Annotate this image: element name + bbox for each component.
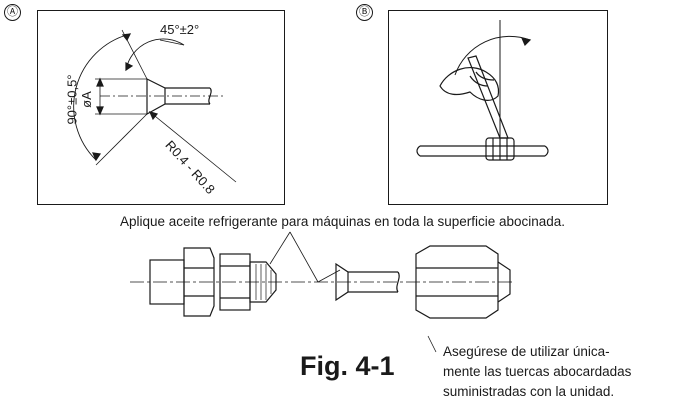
panel-b-badge: Ⓑ [356, 4, 373, 21]
panel-a-flare-dimensions [37, 10, 285, 205]
angle-90-arc [73, 33, 131, 161]
radius-leader [149, 111, 237, 183]
figure-label: Fig. 4-1 [300, 351, 395, 381]
union-thread-end [249, 261, 277, 303]
flare-nut [415, 245, 499, 319]
flare-cone [146, 78, 166, 116]
note-leader [427, 335, 437, 353]
angle-45-arc [125, 38, 185, 71]
flare-nut-note: Asegúrese de utilizar única- mente las t… [443, 342, 675, 402]
angle-90-label: 90°±0,5° [64, 74, 80, 125]
caption-leader [289, 231, 319, 283]
note-line-3: suministradas con la unidad. [443, 384, 615, 399]
panel-b-flaring-tool [388, 10, 608, 205]
hand [439, 67, 500, 101]
note-line-2: mente las tuercas abocardadas [443, 364, 632, 379]
swing-arc [454, 35, 531, 76]
note-line-1: Asegúrese de utilizar única- [443, 344, 610, 359]
union-hex-left [183, 247, 215, 317]
panel-a-badge: Ⓐ [4, 4, 21, 21]
oil-instruction-caption: Aplique aceite refrigerante para máquina… [120, 214, 566, 229]
flare-nut-cone [497, 261, 511, 303]
wrench-handle [467, 55, 509, 139]
diameter-label: øA [78, 91, 94, 108]
angle-45-label: 45°±2° [160, 22, 200, 37]
pipe-break-a [208, 87, 212, 105]
